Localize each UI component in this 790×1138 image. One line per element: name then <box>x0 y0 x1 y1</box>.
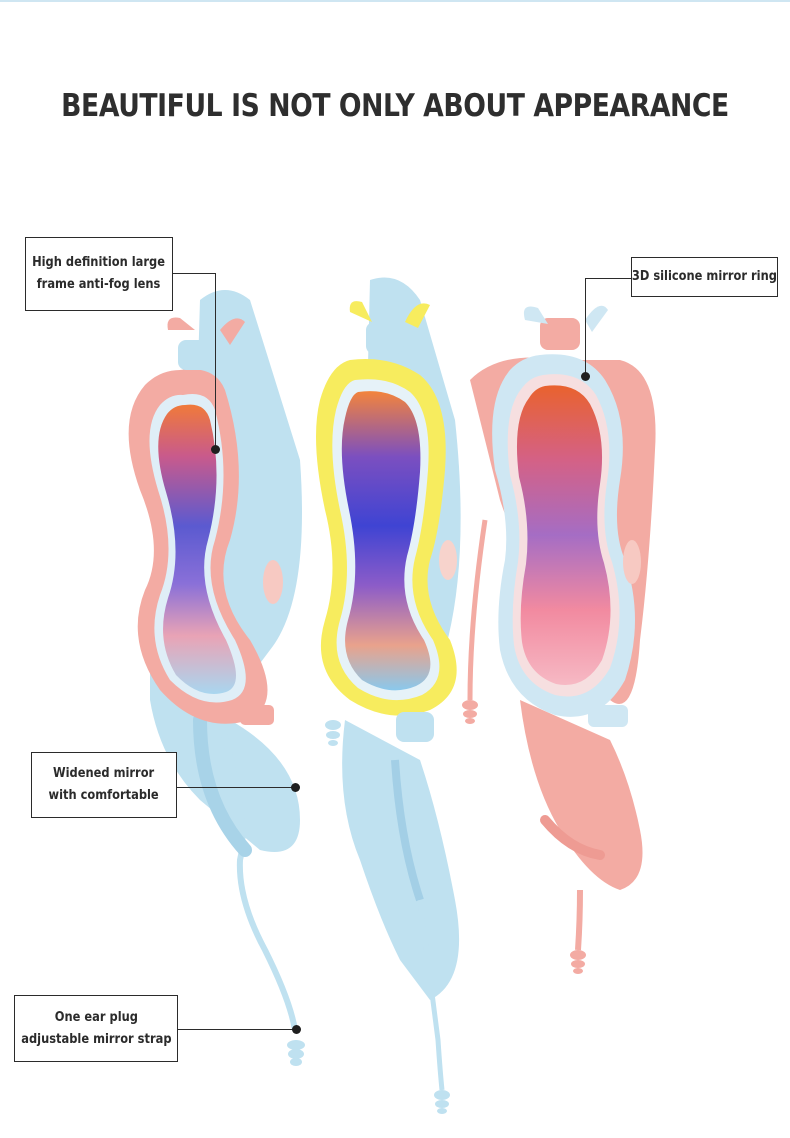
connector-line <box>215 273 216 449</box>
callout-lens-line1: High definition large <box>32 255 166 270</box>
top-divider <box>0 0 790 2</box>
callout-marker-dot <box>211 445 220 454</box>
goggles-pink-blue-icon <box>128 290 305 1066</box>
callout-widened-mirror: Widened mirror with comfortable <box>31 752 177 818</box>
callout-strap-line2: adjustable mirror strap <box>20 1031 172 1047</box>
callout-silicone-mirror-ring: 3D silicone mirror ring <box>631 257 778 297</box>
connector-line <box>585 278 631 279</box>
connector-line <box>178 1029 296 1030</box>
goggles-blue-pink-icon <box>462 305 656 974</box>
callout-marker-dot <box>581 372 590 381</box>
callout-marker-dot <box>292 1025 301 1034</box>
callout-strap-line1: One ear plug <box>54 1009 138 1025</box>
callout-widened-line1: Widened mirror <box>53 766 155 781</box>
callout-anti-fog-lens: High definition large frame anti-fog len… <box>25 237 173 311</box>
goggles-yellow-blue-icon <box>316 277 461 1114</box>
callout-ear-plug-strap: One ear plug adjustable mirror strap <box>14 995 178 1062</box>
connector-line <box>585 278 586 376</box>
callout-lens-line2: frame anti-fog lens <box>37 277 161 292</box>
page-headline: BEAUTIFUL IS NOT ONLY ABOUT APPEARANCE <box>61 88 729 124</box>
callout-marker-dot <box>291 783 300 792</box>
callout-ring-text: 3D silicone mirror ring <box>631 269 778 284</box>
connector-line <box>173 273 216 274</box>
connector-line <box>177 787 295 788</box>
callout-widened-line2: with comfortable <box>48 788 160 803</box>
